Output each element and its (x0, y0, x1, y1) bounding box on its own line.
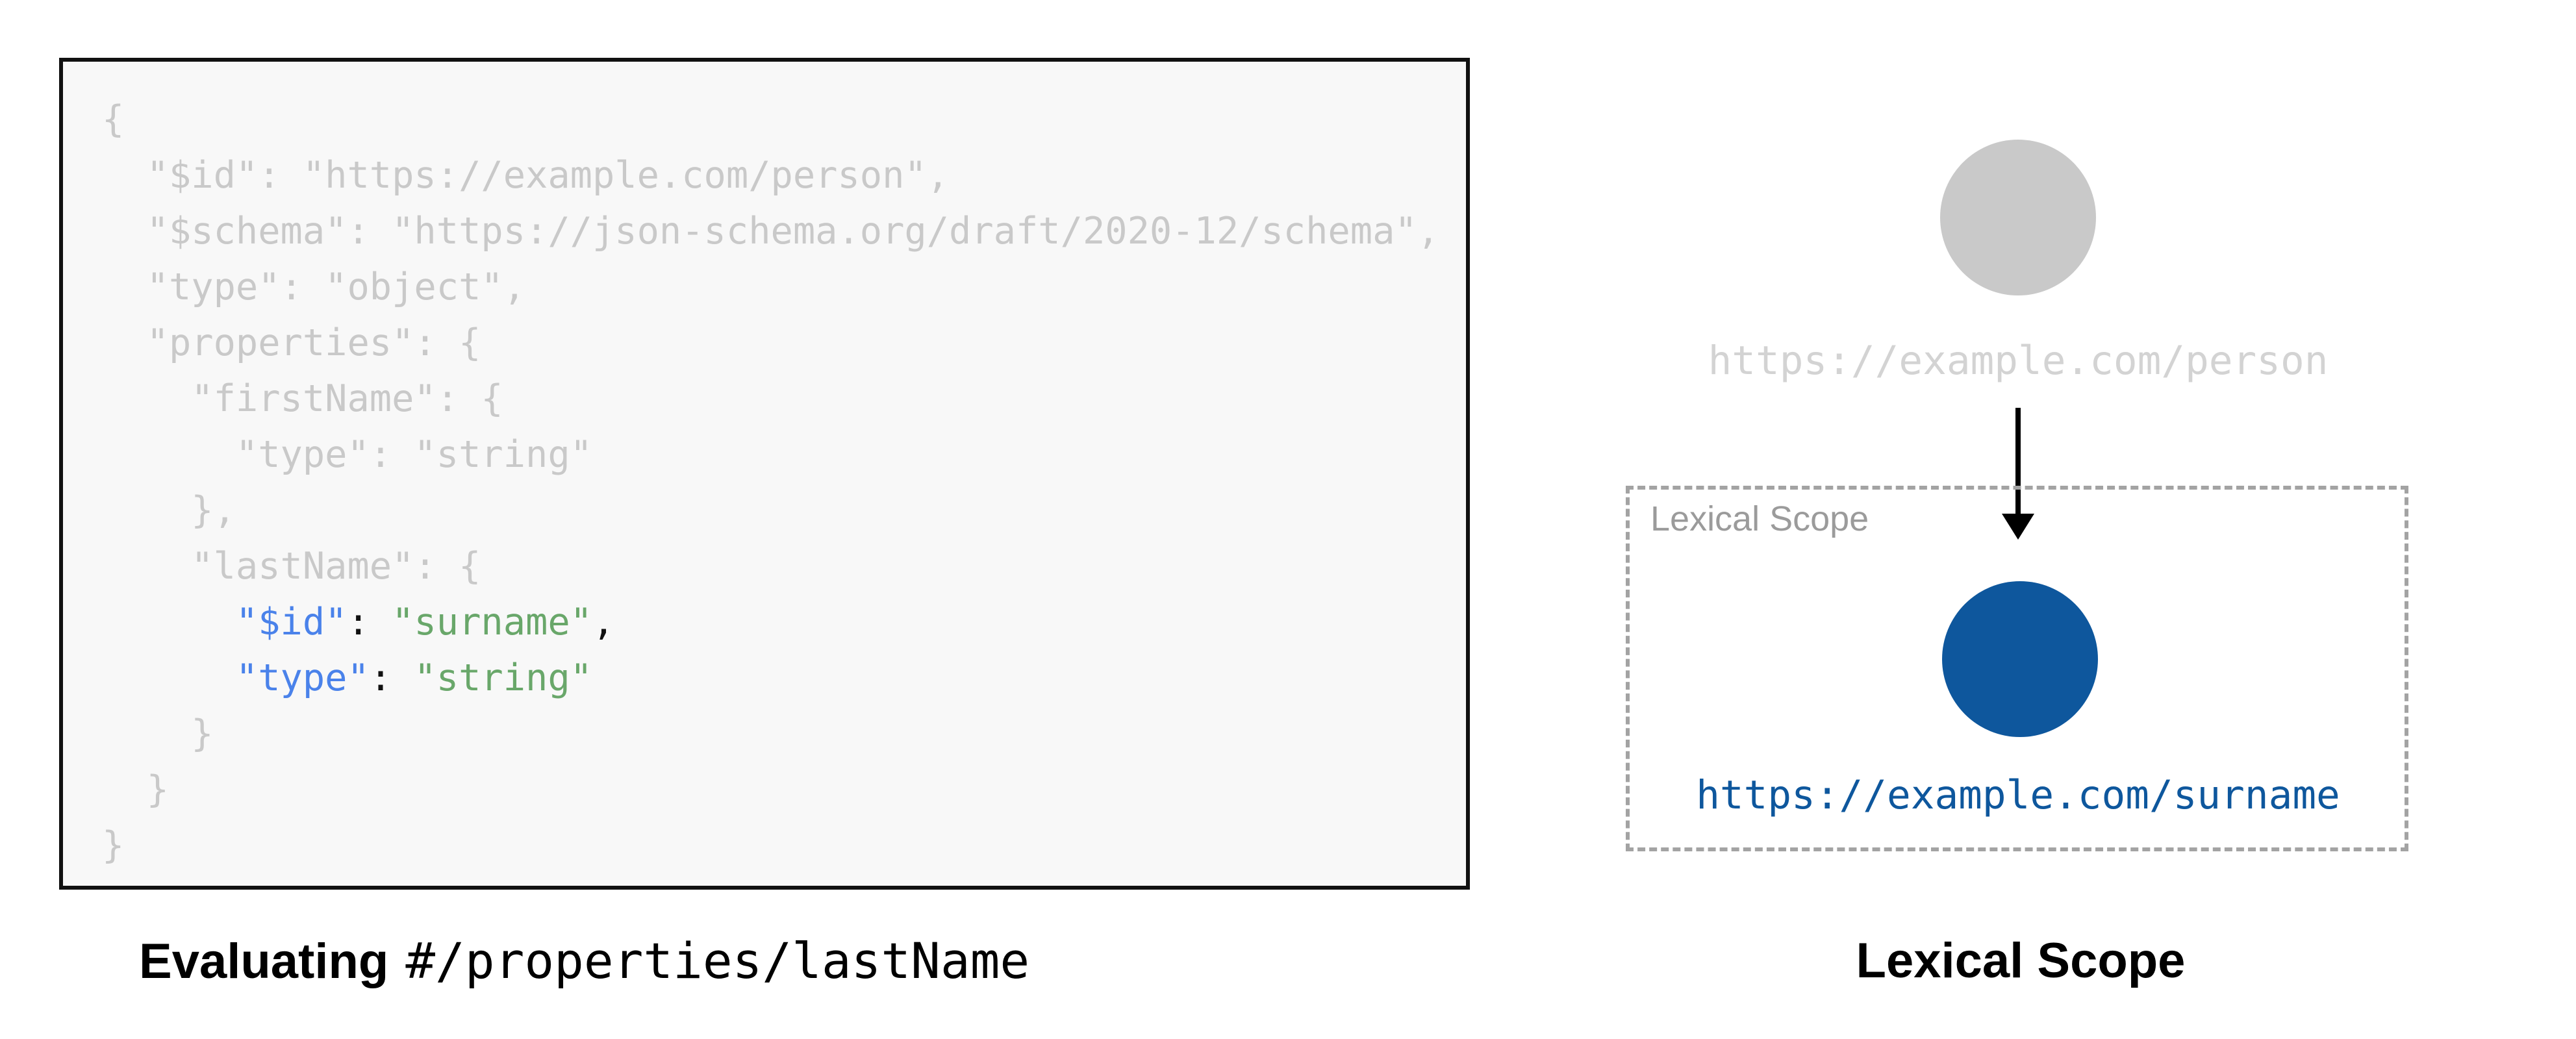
code-token: }, (102, 489, 236, 532)
code-line: "$id": "surname", (102, 594, 1466, 650)
code-token: , (592, 601, 615, 644)
code-token: { (102, 98, 125, 141)
code-token: "type" (235, 657, 370, 699)
code-line: } (102, 762, 1466, 818)
code-token: } (102, 768, 169, 811)
code-token: } (102, 712, 214, 755)
code-token: "properties": { (102, 321, 481, 364)
evaluating-caption: Evaluating #/properties/lastName (139, 936, 1029, 986)
code-token: "$id": "https://example.com/person", (102, 154, 950, 197)
code-token: "$id" (235, 601, 347, 644)
code-line: "properties": { (102, 315, 1466, 371)
child-schema-circle (1942, 581, 2098, 737)
lexical-scope-caption: Lexical Scope (1856, 933, 2186, 988)
code-token: "type": "object", (102, 266, 526, 308)
code-token (102, 657, 236, 699)
arrow-head (2002, 514, 2034, 540)
code-token: "string" (414, 657, 592, 699)
code-token: "surname" (392, 601, 592, 644)
code-line: "type": "string" (102, 427, 1466, 482)
code-line: "$id": "https://example.com/person", (102, 147, 1466, 203)
code-lines: { "$id": "https://example.com/person", "… (102, 92, 1466, 873)
code-token: : (347, 601, 392, 644)
arrow-shaft (2015, 408, 2021, 515)
code-line: "$schema": "https://json-schema.org/draf… (102, 203, 1466, 259)
down-arrow-icon (1999, 408, 2037, 540)
code-token: } (102, 824, 125, 867)
code-line: "type": "string" (102, 650, 1466, 706)
code-line: }, (102, 482, 1466, 538)
code-line: } (102, 818, 1466, 873)
code-line: "type": "object", (102, 259, 1466, 315)
code-token (102, 601, 236, 644)
code-token: "$schema": "https://json-schema.org/draf… (102, 210, 1440, 253)
code-line: { (102, 92, 1466, 147)
code-line: "firstName": { (102, 371, 1466, 427)
lexical-scope-box-label: Lexical Scope (1650, 499, 1869, 538)
code-line: } (102, 706, 1466, 762)
code-line: "lastName": { (102, 538, 1466, 594)
child-schema-uri: https://example.com/surname (1696, 772, 2340, 818)
parent-schema-uri: https://example.com/person (1708, 338, 2329, 384)
lexical-scope-box (1626, 486, 2408, 851)
code-token: "lastName": { (102, 545, 481, 588)
evaluating-caption-label: Evaluating (139, 934, 389, 989)
code-token: : (369, 657, 414, 699)
schema-code-panel: { "$id": "https://example.com/person", "… (59, 58, 1470, 890)
code-token: "type": "string" (102, 433, 592, 476)
parent-schema-circle (1940, 140, 2096, 295)
code-token: "firstName": { (102, 377, 503, 420)
evaluating-caption-pointer: #/properties/lastName (405, 932, 1030, 990)
